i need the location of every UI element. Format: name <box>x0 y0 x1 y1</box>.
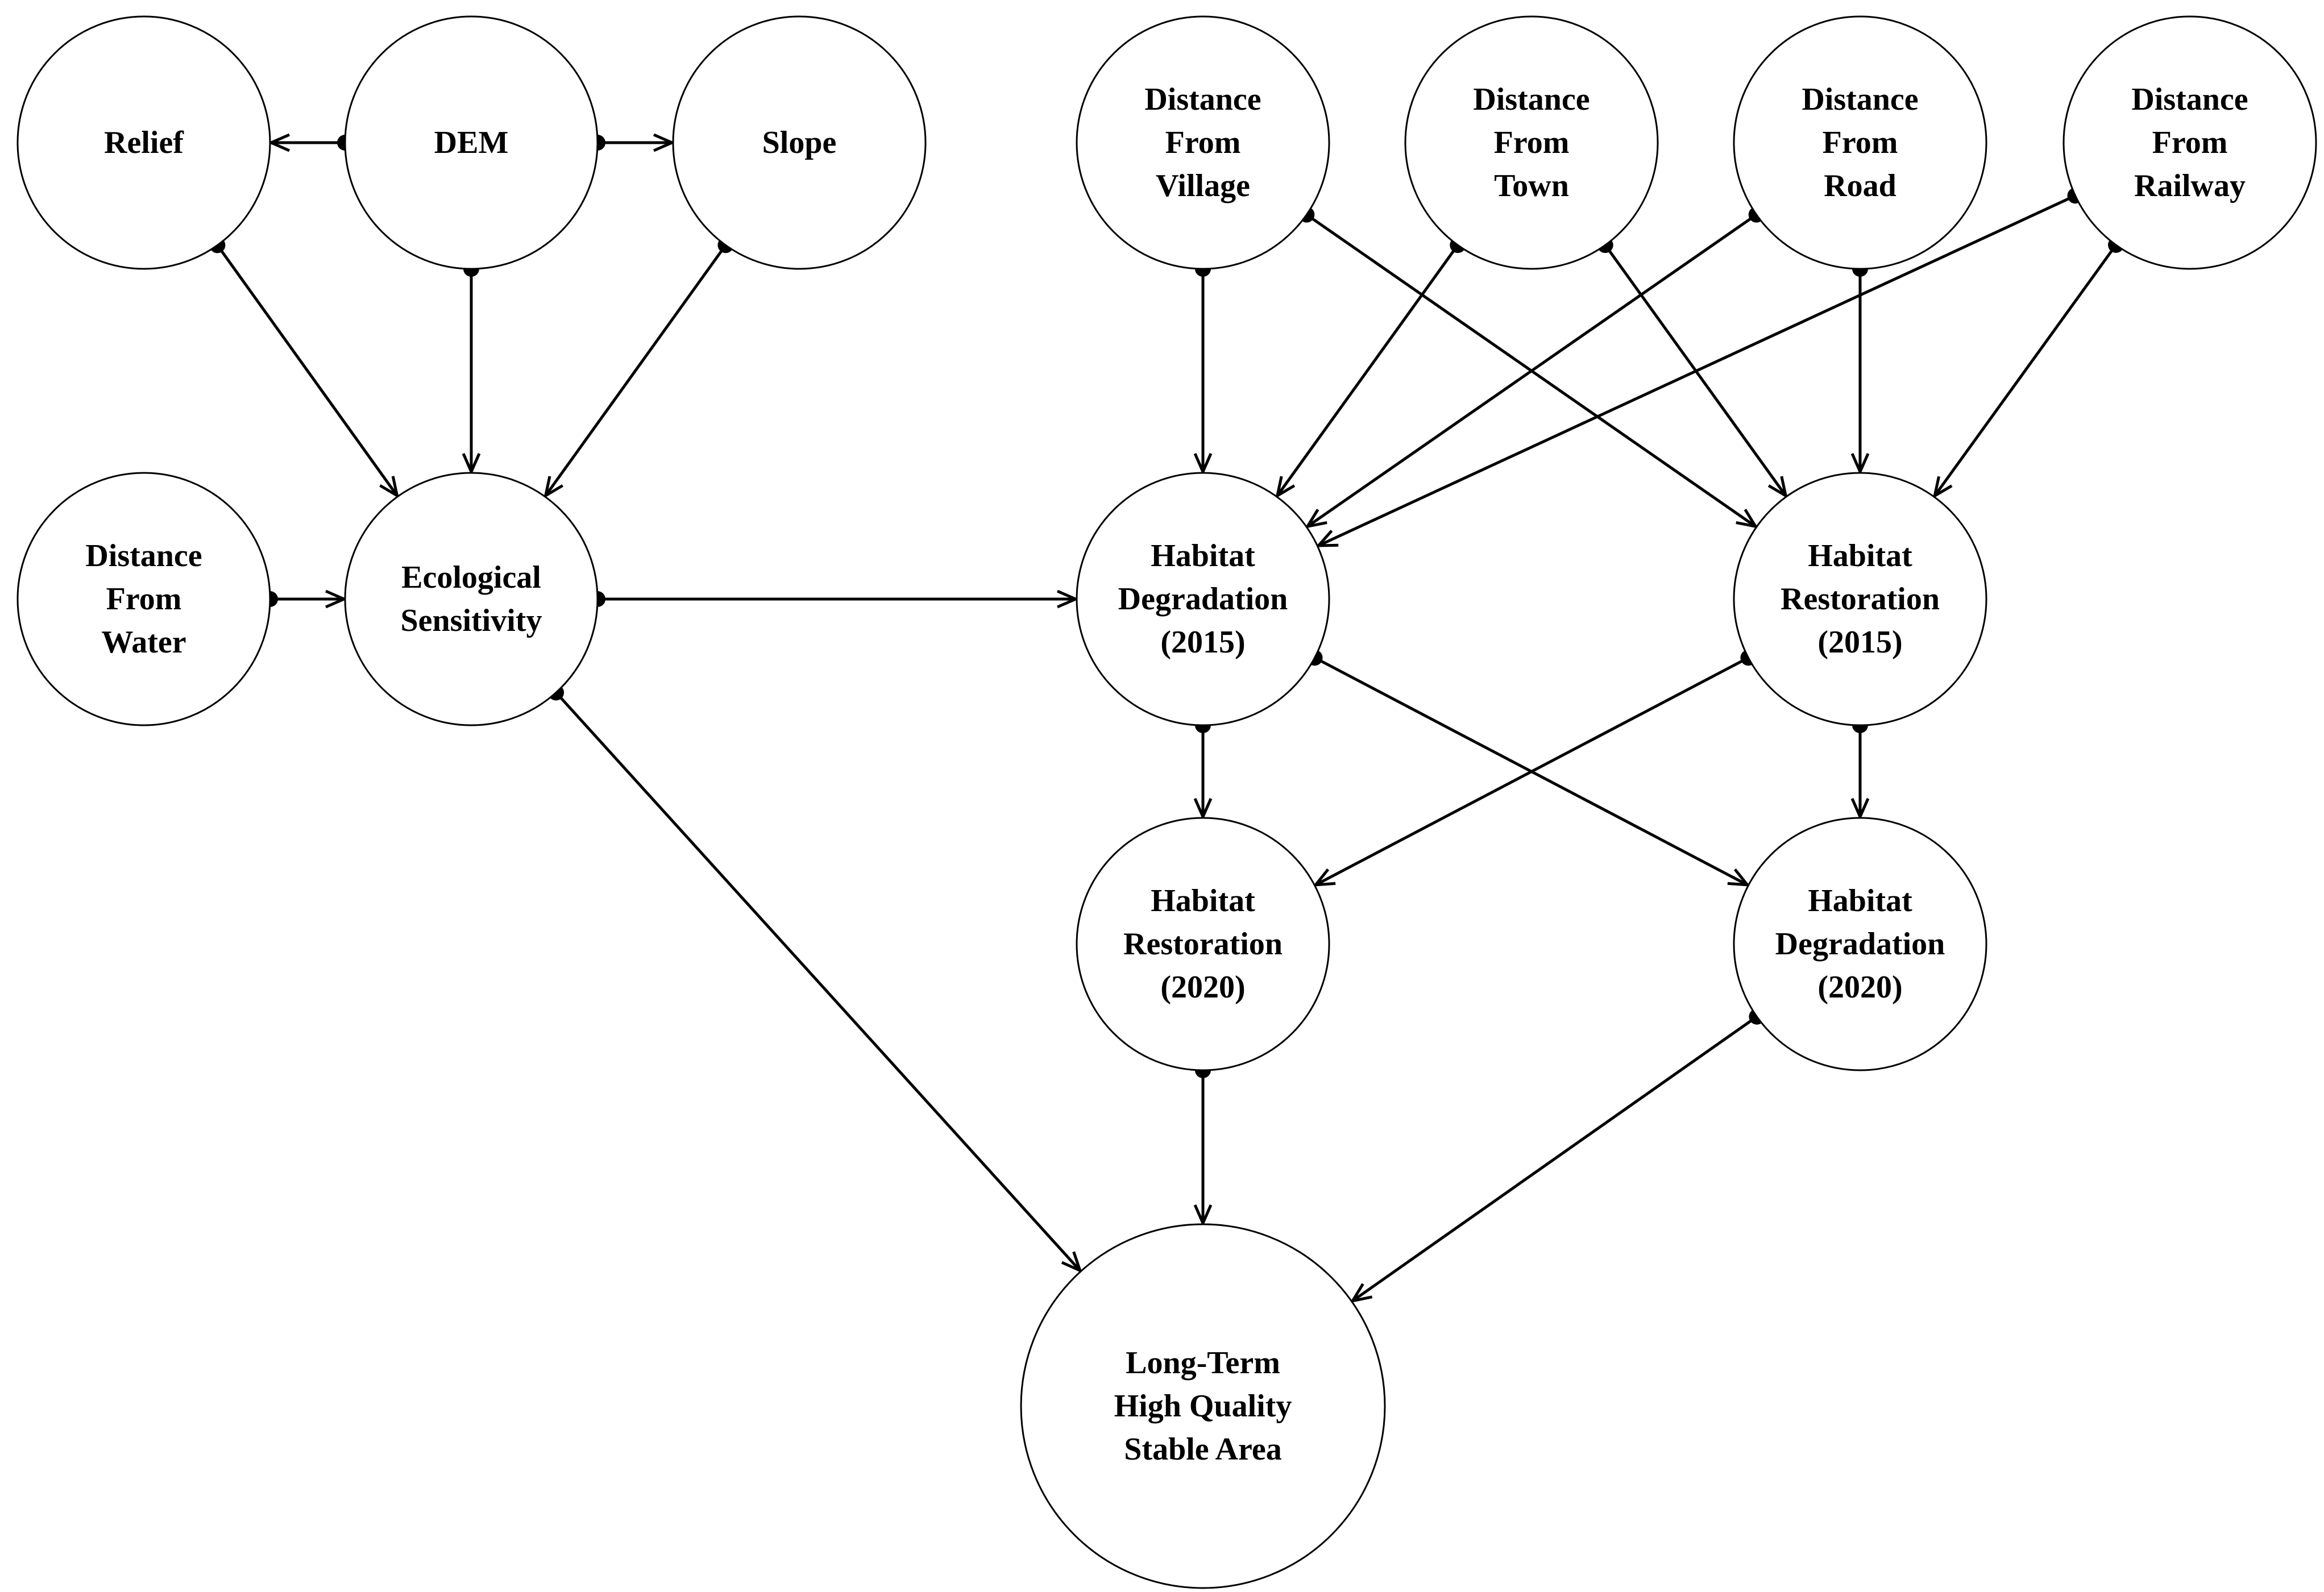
node-circle <box>16 472 271 726</box>
edge-hab-deg-2015-to-hab-deg-2020 <box>1306 650 1748 885</box>
node-dem: DEM <box>344 15 599 270</box>
edge-dem-to-eco-sens <box>463 261 479 472</box>
node-circle <box>344 472 599 726</box>
node-label-line: From <box>1494 125 1570 160</box>
node-label-line: High Quality <box>1114 1389 1292 1424</box>
node-label-line: Water <box>101 625 186 660</box>
node-circle <box>1733 15 1987 270</box>
node-slope: Slope <box>672 15 927 270</box>
edge-arrow-line <box>1308 213 1758 527</box>
node-circle <box>1733 817 1987 1071</box>
node-label-line: Sensitivity <box>401 603 542 638</box>
node-circle <box>1076 15 1330 270</box>
edge-dem-to-relief <box>271 135 353 151</box>
node-relief: Relief <box>16 15 271 270</box>
node-circle <box>344 15 599 270</box>
node-label-line: From <box>2152 125 2228 160</box>
node-label-line: (2020) <box>1160 970 1245 1005</box>
node-label-line: (2015) <box>1160 625 1245 660</box>
node-label-line: Distance <box>1802 82 1918 117</box>
node-label-line: Relief <box>104 125 184 160</box>
node-label-line: Distance <box>85 538 202 573</box>
edge-dist-railway-to-hab-res-2015 <box>1935 236 2124 496</box>
node-label-line: Habitat <box>1808 883 1912 918</box>
node-circle <box>1076 817 1330 1071</box>
node-label-line: Restoration <box>1781 581 1940 617</box>
edge-dist-town-to-hab-deg-2015 <box>1277 237 1466 496</box>
edge-hab-res-2020-to-long-term <box>1195 1062 1211 1223</box>
edge-eco-sens-to-hab-deg-2015 <box>590 591 1076 607</box>
node-label-line: Habitat <box>1151 883 1255 918</box>
node-circle <box>1733 472 1987 726</box>
node-circle <box>2062 15 2317 270</box>
node-label-line: Distance <box>1473 82 1590 117</box>
node-label-line: Degradation <box>1775 926 1945 962</box>
edge-dist-water-to-eco-sens <box>262 591 344 607</box>
edge-dist-town-to-hab-res-2015 <box>1597 237 1786 496</box>
edge-hab-deg-2015-to-hab-res-2020 <box>1195 717 1211 817</box>
node-circle <box>1404 15 1659 270</box>
node-circle <box>672 15 927 270</box>
edge-arrow-line <box>546 244 727 496</box>
edge-hab-res-2015-to-hab-deg-2020 <box>1852 717 1868 817</box>
node-label-line: Habitat <box>1808 538 1912 573</box>
edge-arrow-line <box>1352 1015 1758 1301</box>
edge-slope-to-eco-sens <box>546 237 734 496</box>
node-label-line: Railway <box>2134 168 2246 203</box>
node-circle <box>1076 472 1330 726</box>
node-label-line: From <box>1823 125 1898 160</box>
edge-arrow-line <box>555 691 1080 1270</box>
edge-dist-village-to-hab-deg-2015 <box>1195 261 1211 472</box>
node-label-line: Slope <box>762 125 837 160</box>
edge-relief-to-eco-sens <box>209 237 397 496</box>
edge-arrow-line <box>1277 244 1459 496</box>
node-label-line: Degradation <box>1118 581 1288 617</box>
edge-arrow-line <box>216 244 397 496</box>
edge-hab-res-2015-to-hab-res-2020 <box>1315 650 1757 885</box>
node-label-line: Long-Term <box>1126 1345 1280 1381</box>
node-label-line: Road <box>1824 168 1896 203</box>
node-circle <box>1020 1223 1386 1589</box>
edge-dist-railway-to-hab-deg-2015 <box>1318 188 2084 546</box>
node-label-line: Village <box>1156 168 1250 203</box>
node-label-line: Town <box>1494 168 1569 203</box>
edge-arrow-line <box>1315 656 1749 885</box>
node-circle <box>16 15 271 270</box>
edge-arrow-line <box>1935 244 2118 496</box>
edge-hab-deg-2020-to-long-term <box>1352 1008 1765 1301</box>
edge-dem-to-slope <box>590 135 672 151</box>
node-label-line: (2015) <box>1817 625 1902 660</box>
node-label-line: Stable Area <box>1124 1432 1281 1467</box>
node-label-line: From <box>106 581 182 617</box>
node-label-line: Distance <box>1144 82 1261 117</box>
node-label-line: Ecological <box>401 560 541 595</box>
edge-arrow-line <box>1318 194 2076 546</box>
node-label-line: Restoration <box>1123 926 1283 962</box>
node-label-line: DEM <box>434 125 509 160</box>
node-label-line: From <box>1165 125 1241 160</box>
node-label-line: (2020) <box>1817 970 1902 1005</box>
node-label-line: Habitat <box>1151 538 1255 573</box>
node-label-line: Distance <box>2131 82 2248 117</box>
edge-eco-sens-to-long-term <box>548 684 1080 1270</box>
